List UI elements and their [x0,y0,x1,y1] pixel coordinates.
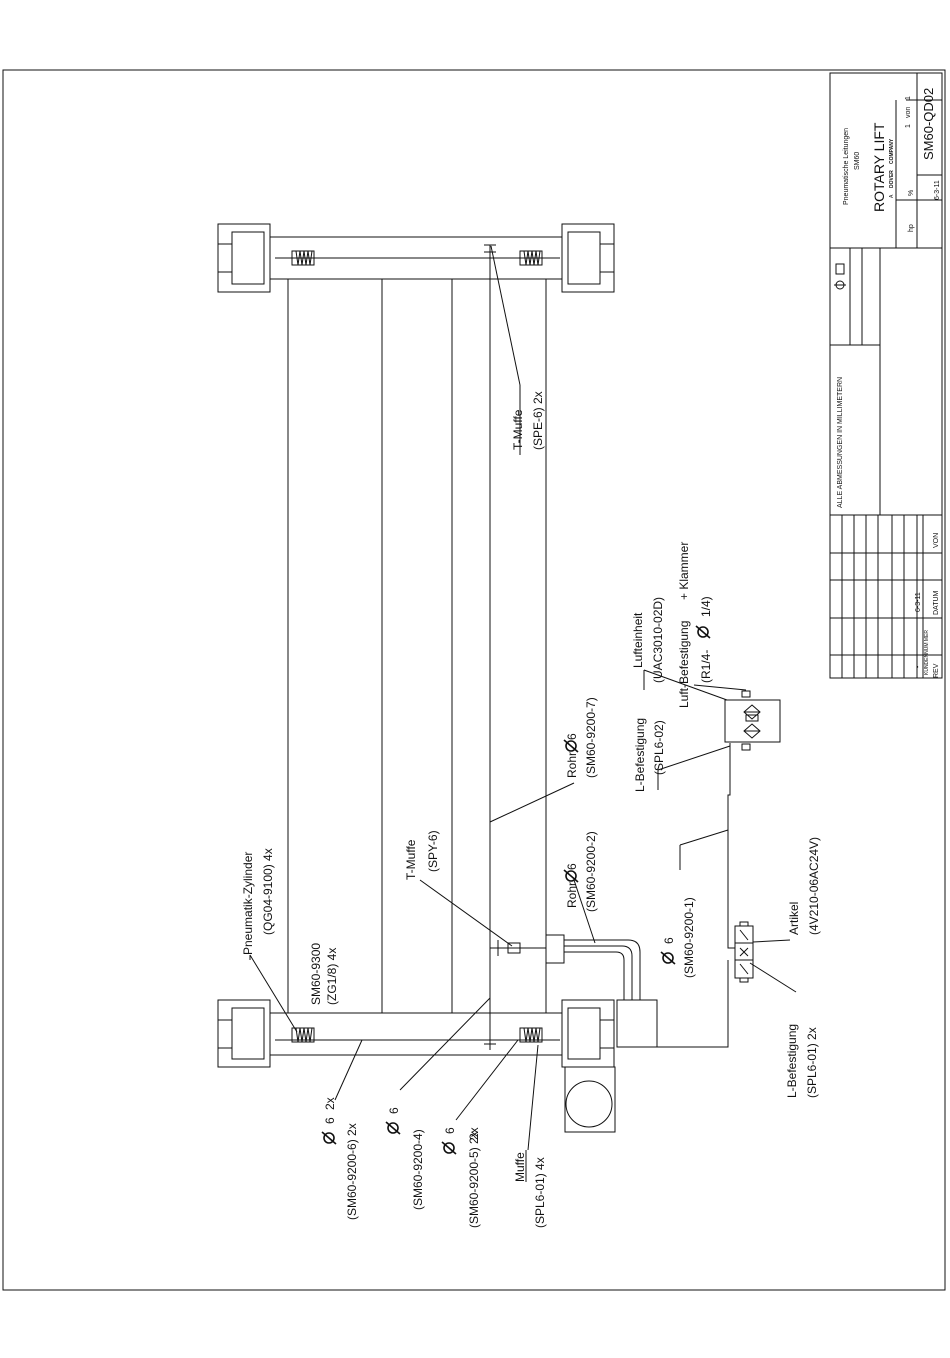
leader-lines [249,245,797,1151]
date: 6-3-11 [934,180,941,200]
label-lbef01-code: (SPL6-01) 2x [805,1027,819,1098]
label-lufteinheit-code: (UAC3010-02D) [651,597,665,683]
label-sm9300-code: (ZG1/8) 4x [325,948,339,1005]
label-lbef02-code: (SPL6-02) [652,720,666,775]
cylinder-top-right [519,250,543,266]
corner-post-top-left [217,223,271,293]
brand-sub-company: COMPANY [889,138,895,164]
label-muffe-code: (SPL6-01) 4x [533,1157,547,1228]
corner-post-bottom-right [561,999,615,1068]
kunden-label: KUNDENNUM MER [924,630,930,675]
cylinder-bottom-right [519,1027,543,1043]
drawn-by: hp [908,224,915,232]
diameter-symbol-icon [563,739,579,753]
diameter-symbol-icon [385,1121,401,1135]
diameter-symbol-icon [695,625,711,639]
title-line-1: Pneumatische Leitungen [843,128,850,205]
diameter-symbol-icon [563,869,579,883]
sheet-of-label: von [905,107,912,118]
label-tube5-qty: 2x [467,1127,481,1140]
label-tube6-qty: 2x [323,1097,337,1110]
label-pneumatik-code: (QG04-9100) 4x [261,848,275,935]
rev-value: - [915,665,922,668]
t-fitting-bottom [484,1040,496,1050]
pipe-valve-airunit [727,743,735,949]
dims-note: ALLE ABMESSUNGEN IN MILLIMETERN [837,377,844,508]
corner-post-top-right [561,223,615,293]
title-block [829,72,943,679]
label-tube1-dia: 6 [662,937,676,944]
scale: % [908,190,915,196]
cylinder-bottom-left [291,1027,315,1043]
t-fitting-top [484,244,496,253]
label-tube4-dia: 6 [387,1107,401,1114]
label-rohr2-code: (SM60-9200-2) [584,831,598,912]
label-tmuffe-spy: T-Muffe [404,839,418,880]
label-sm9300: SM60-9300 [309,943,323,1005]
air-unit [724,690,781,751]
spy6-fitting [490,934,565,964]
rev-label: REV [933,663,940,678]
label-tmuffe-top: T-Muffe [511,409,525,450]
label-artikel-name: Artikel [787,902,801,935]
drawing-number: SM60-QD02 [921,88,936,160]
label-rohr7-code: (SM60-9200-7) [584,697,598,778]
brand-sub-a: A [889,194,895,198]
label-rohr2-name: Rohr [565,882,579,908]
label-luftbef-code-end: 1/4) [699,596,713,617]
cylinder-top-left [291,250,315,266]
label-tube4-code: (SM60-9200-4) [411,1129,425,1210]
pipe-motor-valve [640,960,729,1048]
label-tube5-dia: 6 [443,1127,457,1134]
label-luftbef-code: (R1/4- [699,650,713,683]
diameter-symbol-icon [441,1141,457,1155]
sheet-total: 1 [905,96,912,100]
lift-frame [269,236,563,1056]
rev-date: 6-3-11 [915,592,922,612]
diameter-symbol-icon [660,951,676,965]
label-lufteinheit-name: Lufteinheit [631,612,645,668]
datum-label: DATUM [933,590,940,615]
label-tmuffe-spy-code: (SPY-6) [426,830,440,872]
sheet-number: 1 [905,124,912,128]
von-col-label: VON [933,533,940,548]
diameter-symbol-icon [321,1131,337,1145]
brand-sub-dover: DOVER [889,170,895,188]
brand-logo: ROTARY LIFT [871,122,887,212]
motor-assembly [564,999,658,1133]
label-tube6-dia: 6 [323,1117,337,1124]
title-line-2: SM60 [854,152,861,170]
label-lbef02-name: L-Befestigung [633,718,647,792]
label-rohr7-name: Rohr [565,752,579,778]
solenoid-valve [734,921,754,983]
label-muffe-name: Muffe [513,1152,527,1182]
label-luftbef-name: Luft-Befestigung [677,621,691,708]
label-rohr7-dia: 6 [565,733,579,740]
projection-symbol-icon [834,263,846,290]
label-tube5-code: (SM60-9200-5) 2x [467,1131,481,1228]
label-pneumatik-name: Pneumatik-Zylinder [241,852,255,955]
corner-post-bottom-left [217,999,271,1068]
pipe-bend [564,939,641,1000]
label-tmuffe-top-code: (SPE-6) 2x [531,391,545,450]
label-luftbef-extra: + Klammer [677,542,691,600]
label-rohr2-dia: 6 [565,863,579,870]
label-tube1-code: (SM60-9200-1) [682,897,696,978]
label-tube6-code: (SM60-9200-6) 2x [345,1123,359,1220]
sheet-border [2,69,946,1291]
label-artikel-code: (4V210-06AC24V) [807,837,821,935]
label-lbef01-name: L-Befestigung [785,1024,799,1098]
